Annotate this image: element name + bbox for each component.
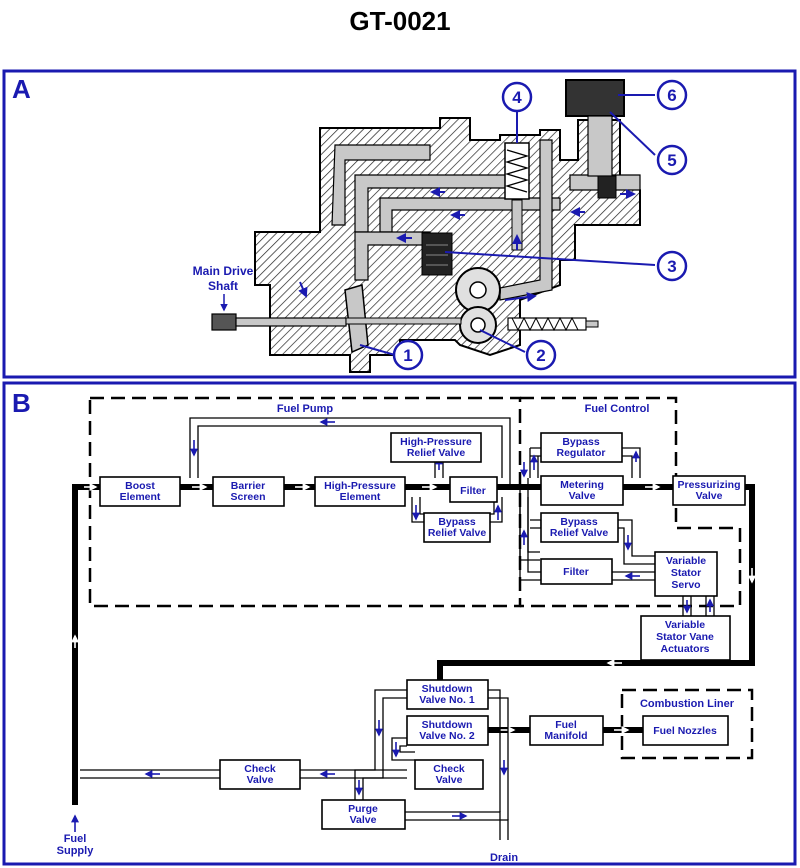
callout-6 [656, 79, 688, 111]
bypass-relief1-box [423, 512, 491, 543]
svg-text:Element: Element [340, 491, 381, 503]
svg-text:Servo: Servo [671, 579, 700, 591]
svg-text:Regulator: Regulator [556, 447, 605, 459]
svg-text:6: 6 [667, 86, 676, 105]
svg-text:Valve: Valve [696, 490, 723, 502]
svg-text:Stator Vane: Stator Vane [656, 631, 714, 643]
barrier-screen-box [212, 476, 285, 507]
svg-text:Relief Valve: Relief Valve [428, 527, 487, 539]
svg-text:Variable: Variable [665, 619, 705, 631]
fuel-supply-label: Fuel [64, 833, 87, 845]
svg-text:Check: Check [244, 763, 276, 775]
fuel-control-enclosure-top [520, 396, 678, 478]
svg-text:Filter: Filter [563, 566, 589, 578]
filter1-box [449, 476, 498, 503]
shutdown2-box [406, 715, 489, 746]
main-drive-label: Main Drive [193, 264, 254, 278]
svg-text:Metering: Metering [560, 479, 604, 491]
fuel-manifold-box [529, 715, 604, 746]
svg-text:Shutdown: Shutdown [422, 719, 473, 731]
svg-text:Valve: Valve [569, 490, 596, 502]
section-a-frame [2, 69, 797, 379]
svg-text:Check: Check [433, 763, 465, 775]
svg-text:Screen: Screen [230, 491, 265, 503]
callout-4 [501, 81, 533, 113]
svg-text:Boost: Boost [125, 480, 155, 492]
svg-text:Relief Valve: Relief Valve [407, 447, 466, 459]
flow-arrows [144, 418, 714, 820]
main-drive-label-2: Shaft [208, 279, 238, 293]
fuel-control-label: Fuel Control [585, 403, 650, 415]
hp-element-box [314, 476, 406, 507]
drain-label: Drain [490, 852, 518, 864]
callout-2 [525, 339, 557, 371]
pressurizing-valve-box [672, 475, 746, 506]
svg-text:Pressurizing: Pressurizing [677, 479, 740, 491]
svg-text:4: 4 [512, 88, 522, 107]
bypass-regulator-box [540, 432, 623, 463]
pump-cutaway [211, 79, 641, 373]
svg-text:Valve: Valve [436, 774, 463, 786]
callout-1 [392, 339, 424, 371]
svg-text:Bypass: Bypass [438, 516, 476, 528]
combustion-liner-label: Combustion Liner [640, 698, 735, 710]
svg-text:Filter: Filter [460, 485, 486, 497]
fuel-supply-label-2: Supply [57, 845, 95, 857]
svg-text:Purge: Purge [348, 803, 378, 815]
boost-element-box [99, 476, 181, 507]
check-valve-left-box [219, 759, 301, 790]
callouts: 1 2 3 4 5 6 [359, 79, 688, 371]
svg-text:Shutdown: Shutdown [422, 683, 473, 695]
svg-text:Barrier: Barrier [231, 480, 265, 492]
callout-5 [656, 144, 688, 176]
svg-text:Bypass: Bypass [562, 436, 600, 448]
check-valve-right-box [414, 759, 484, 790]
box-labels: Boost Element Barrier Screen High-Pressu… [120, 436, 741, 826]
svg-text:Stator: Stator [671, 567, 701, 579]
svg-text:Bypass: Bypass [560, 516, 598, 528]
svg-text:Fuel: Fuel [555, 719, 577, 731]
combustion-liner-enclosure [620, 688, 754, 760]
svg-text:Element: Element [120, 491, 161, 503]
svg-text:Relief Valve: Relief Valve [550, 527, 609, 539]
shutdown1-box [406, 679, 489, 710]
svg-text:3: 3 [667, 257, 676, 276]
svg-text:Actuators: Actuators [660, 643, 709, 655]
fuel-nozzles-box [642, 715, 729, 746]
section-b-frame [2, 381, 797, 866]
svg-text:High-Pressure: High-Pressure [324, 480, 396, 492]
main-line-arrows [71, 483, 756, 734]
svg-text:Variable: Variable [666, 555, 706, 567]
component-boxes [99, 432, 746, 830]
section-b-letter: B [12, 388, 31, 418]
svg-text:2: 2 [536, 346, 545, 365]
page-title: GT-0021 [349, 6, 451, 36]
vsv-actuators-box [640, 615, 731, 661]
section-a-letter: A [12, 74, 31, 104]
callout-3 [656, 250, 688, 282]
fuel-pump-label: Fuel Pump [277, 403, 334, 415]
fuel-control-enclosure-bottom [520, 508, 742, 608]
svg-text:1: 1 [403, 346, 412, 365]
svg-text:Valve: Valve [247, 774, 274, 786]
svg-text:Fuel Nozzles: Fuel Nozzles [653, 725, 717, 737]
svg-text:Valve No. 1: Valve No. 1 [419, 694, 475, 706]
metering-valve-box [540, 475, 624, 506]
vs-servo-box [654, 551, 718, 597]
svg-text:Valve No. 2: Valve No. 2 [419, 730, 475, 742]
svg-text:Valve: Valve [350, 814, 377, 826]
purge-valve-box [321, 799, 406, 830]
svg-text:High-Pressure: High-Pressure [400, 436, 472, 448]
svg-text:5: 5 [667, 151, 676, 170]
svg-text:Manifold: Manifold [544, 730, 587, 742]
filter2-box [540, 558, 613, 585]
hp-relief-box [390, 432, 482, 463]
bypass-relief2-box [540, 512, 619, 543]
